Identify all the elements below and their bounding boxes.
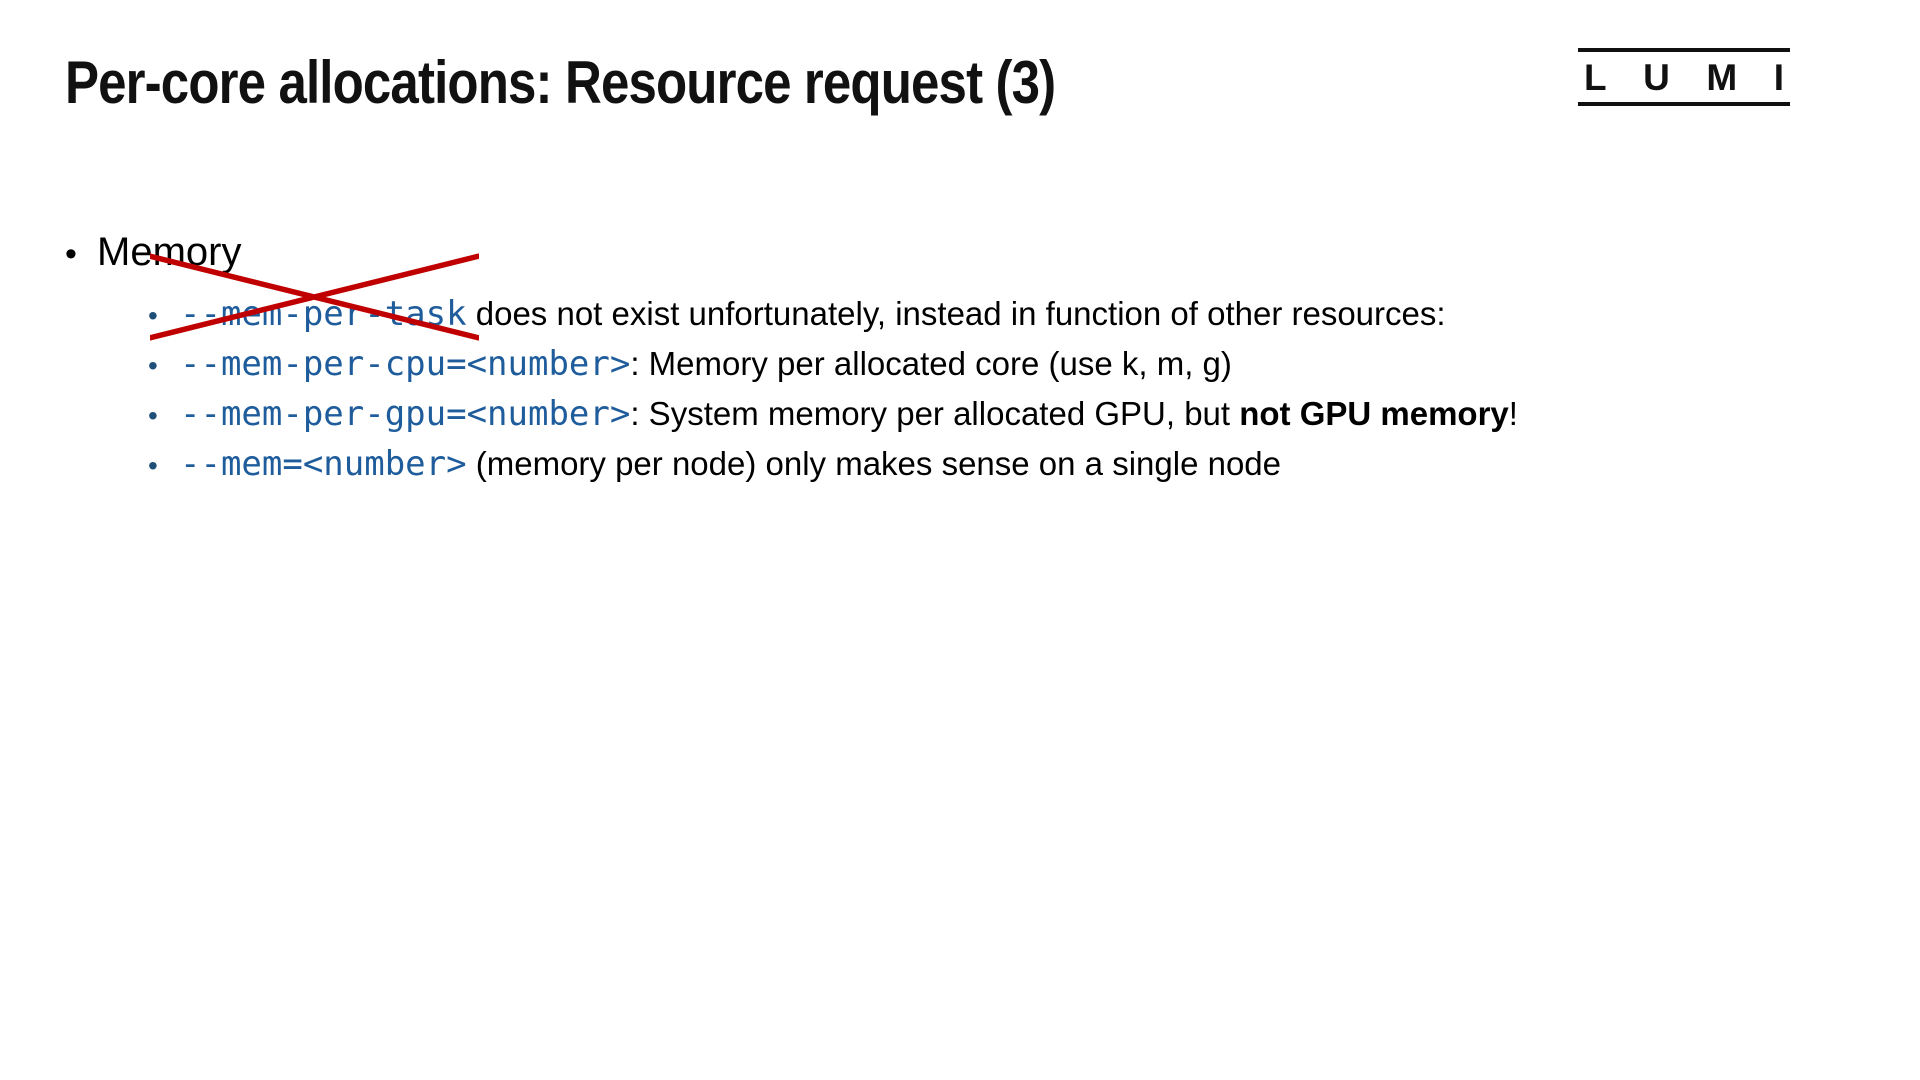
logo-letter: I xyxy=(1773,57,1784,98)
sub-bullet-item: • --mem-per-gpu=<number>: System memory p… xyxy=(65,390,1865,440)
body-text: (memory per node) only makes sense on a … xyxy=(466,445,1282,482)
code-text: --mem-per-task xyxy=(180,294,467,334)
sub-bullet-marker: • xyxy=(148,300,158,331)
slide-body: • Memory • --mem-per-task does not exist … xyxy=(65,226,1865,490)
sub-bullet-list: • --mem-per-task does not exist unfortuna… xyxy=(65,290,1865,490)
body-text: : Memory per allocated core (use k, m, g… xyxy=(630,345,1232,382)
sub-bullet-text: --mem=<number> (memory per node) only ma… xyxy=(180,440,1281,488)
main-bullet-marker: • xyxy=(65,235,77,273)
code-text: --mem-per-gpu=<number> xyxy=(180,394,631,434)
slide-title: Per-core allocations: Resource request (… xyxy=(65,49,1056,116)
crossed-out-code: --mem-per-task xyxy=(180,290,467,338)
sub-bullet-marker: • xyxy=(148,350,158,381)
main-bullet-label: Memory xyxy=(97,230,242,274)
body-text: : System memory per allocated GPU, but xyxy=(630,395,1240,432)
sub-bullet-marker: • xyxy=(148,450,158,481)
sub-bullet-marker: • xyxy=(148,400,158,431)
code-text: --mem=<number> xyxy=(180,444,467,484)
logo-letter: M xyxy=(1706,57,1738,98)
logo-letter: U xyxy=(1643,57,1670,98)
sub-bullet-item: • --mem-per-cpu=<number>: Memory per allo… xyxy=(65,340,1865,390)
sub-bullet-item: • --mem-per-task does not exist unfortuna… xyxy=(65,290,1865,340)
sub-bullet-text: --mem-per-cpu=<number>: Memory per alloc… xyxy=(180,340,1232,388)
sub-bullet-item: • --mem=<number> (memory per node) only m… xyxy=(65,440,1865,490)
sub-bullet-text: --mem-per-gpu=<number>: System memory pe… xyxy=(180,390,1518,438)
logo-letter: L xyxy=(1584,57,1607,98)
logo-top-rule xyxy=(1578,48,1790,52)
sub-bullet-text: --mem-per-task does not exist unfortunat… xyxy=(180,290,1446,338)
body-text: ! xyxy=(1508,395,1518,432)
main-bullet-memory: • Memory xyxy=(65,226,1865,280)
body-text: does not exist unfortunately, instead in… xyxy=(466,295,1446,332)
body-text: not GPU memory xyxy=(1239,395,1509,432)
code-text: --mem-per-cpu=<number> xyxy=(180,344,631,384)
logo-bottom-rule xyxy=(1578,102,1790,106)
